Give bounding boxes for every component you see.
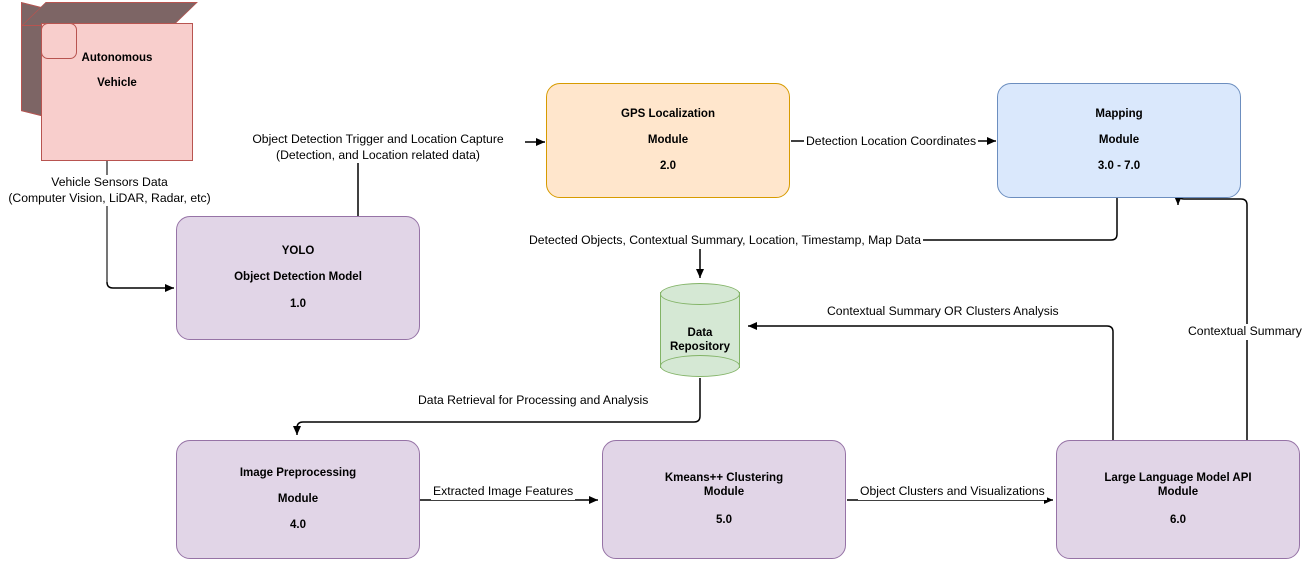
node-label-line-3: 1.0 [290,297,306,310]
edge-label-preprocessing-to-kmeans: Extracted Image Features [431,484,576,500]
edge-label-line-1: Extracted Image Features [433,484,574,498]
edge-label-line-1: Contextual Summary OR Clusters Analysis [827,304,1059,318]
edge-llm-to-repository [748,322,1114,440]
node-label-line-3: 6.0 [1170,513,1186,526]
edge-label-line-1: Object Clusters and Visualizations [860,484,1045,498]
cylinder-bottom-ellipse [660,355,740,377]
edge-label-gps-to-mapping: Detection Location Coordinates [804,134,979,150]
node-label-line-3: 3.0 - 7.0 [1097,160,1141,173]
node-kmeans-clustering-module[interactable]: Kmeans++ Clustering Module 5.0 [602,440,846,559]
edge-label-llm-to-mapping: Contextual Summary [1186,324,1304,340]
node-label-line-2: Module [703,486,745,499]
edge-label-line-1: Object Detection Trigger and Location Ca… [252,132,504,146]
node-label-line-1: GPS Localization [621,107,715,120]
node-label-line-3: 2.0 [660,160,676,173]
edge-label-line-2: (Computer Vision, LiDAR, Radar, etc) [8,190,211,205]
node-mapping-module[interactable]: Mapping Module 3.0 - 7.0 [997,83,1241,198]
node-large-language-model-api-module[interactable]: Large Language Model API Module 6.0 [1056,440,1300,559]
node-label-line-1: Image Preprocessing [239,466,357,479]
node-label-line-2: Module [277,492,319,505]
node-gps-localization-module[interactable]: GPS Localization Module 2.0 [546,83,790,198]
node-data-repository[interactable]: Data Repository [660,283,740,377]
edge-label-yolo-to-gps: Object Detection Trigger and Location Ca… [231,132,525,164]
datastore-label: Data Repository [660,283,740,387]
cylinder-top-ellipse [660,283,740,305]
node-label-line-1: Autonomous [81,52,153,64]
edge-label-line-2: (Detection, and Location related data) [276,147,480,162]
edge-llm-to-mapping [1174,192,1248,440]
node-label-line-1: Data [687,326,713,339]
entity-3d-front-face: Autonomous Vehicle [41,23,193,161]
edge-label-mapping-to-repository: Detected Objects, Contextual Summary, Lo… [527,233,923,249]
node-label-line-3: 4.0 [290,519,306,532]
node-label-line-2: Object Detection Model [234,271,362,284]
edge-vehicle-to-yolo-arrow [106,281,174,292]
edge-label-llm-to-repository: Contextual Summary OR Clusters Analysis [825,304,1061,320]
node-label-line-2: Module [1157,486,1199,499]
node-label-line-2: Repository [669,341,731,353]
node-label-line-2: Module [1098,133,1140,146]
node-label-line-1: Kmeans++ Clustering [664,472,784,485]
edge-label-line-1: Contextual Summary [1188,324,1302,338]
edge-label-vehicle-to-yolo: Vehicle Sensors Data (Computer Vision, L… [0,175,219,207]
node-label-line-1: YOLO [281,245,315,258]
node-autonomous-vehicle[interactable]: Autonomous Vehicle [21,2,198,161]
edge-label-repository-to-preprocessing: Data Retrieval for Processing and Analys… [416,393,651,409]
node-image-preprocessing-module[interactable]: Image Preprocessing Module 4.0 [176,440,420,559]
edge-label-line-1: Data Retrieval for Processing and Analys… [418,393,649,407]
edge-label-kmeans-to-llm: Object Clusters and Visualizations [858,484,1047,500]
node-label-line-1: Large Language Model API [1104,472,1252,485]
edge-label-line-1: Detection Location Coordinates [806,134,977,148]
node-label-line-1: Mapping [1095,107,1143,120]
edge-label-line-1: Detected Objects, Contextual Summary, Lo… [529,233,921,247]
node-label-line-2: Vehicle [97,77,137,89]
entity-corner-marker [41,23,77,59]
node-label-line-2: Module [647,133,689,146]
node-label-line-3: 5.0 [716,513,732,526]
node-yolo-object-detection-model[interactable]: YOLO Object Detection Model 1.0 [176,216,420,340]
edge-label-line-1: Vehicle Sensors Data [51,175,168,189]
